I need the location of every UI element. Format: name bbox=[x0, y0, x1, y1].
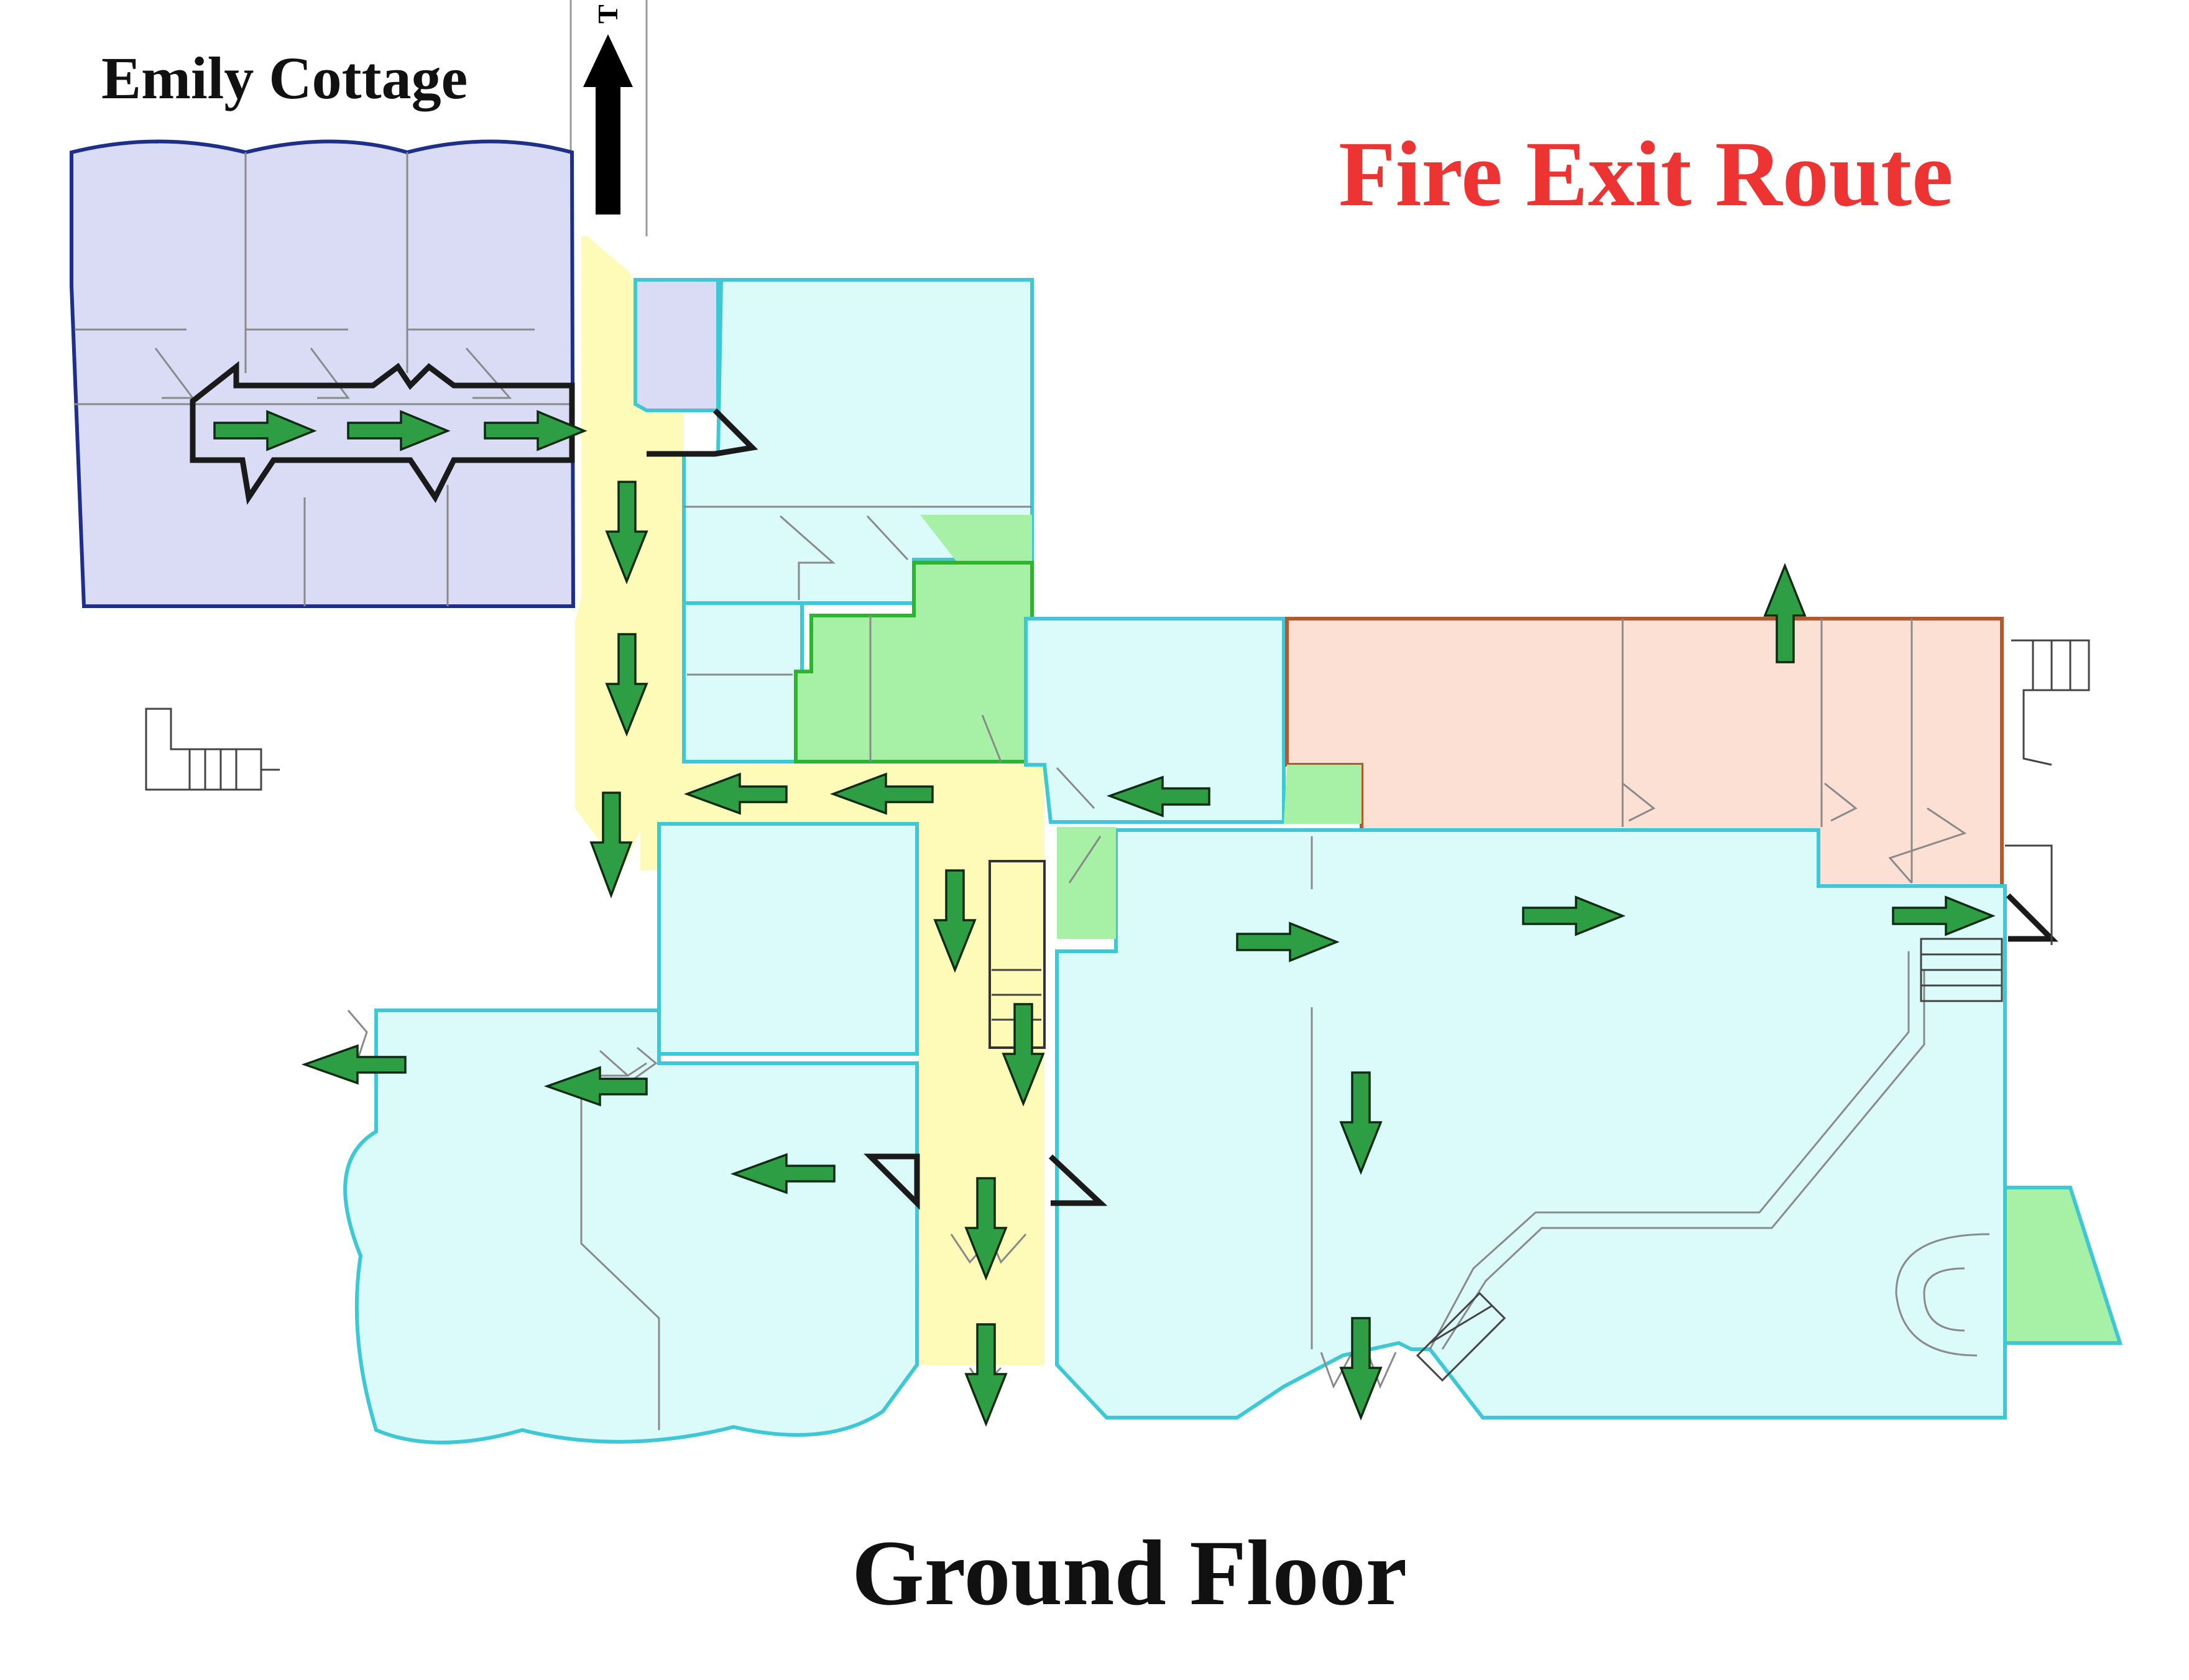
up-arrow-icon bbox=[583, 34, 633, 215]
small-room-west bbox=[682, 601, 804, 764]
exit-arrow-icon bbox=[589, 792, 633, 898]
floor-label: Ground Floor bbox=[852, 1521, 1407, 1625]
small-green-strip bbox=[1284, 765, 1362, 824]
path-label: T bbox=[592, 4, 624, 24]
exit-arrow-icon bbox=[730, 1153, 836, 1194]
exit-arrow-icon bbox=[484, 410, 588, 451]
corridor-green-bit bbox=[1057, 827, 1116, 939]
cottage-label: Emily Cottage bbox=[101, 45, 468, 111]
top-path: T bbox=[569, 0, 648, 236]
exit-arrow-icon bbox=[1236, 921, 1340, 962]
exit-arrow-icon bbox=[1892, 895, 1996, 936]
exit-arrow-icon bbox=[1522, 895, 1626, 936]
exit-arrow-icon bbox=[605, 481, 648, 584]
exit-arrow-icon bbox=[1763, 563, 1807, 663]
green-room bbox=[794, 561, 1034, 764]
exit-arrow-icon bbox=[347, 410, 451, 451]
exit-arrow-icon bbox=[964, 1323, 1008, 1427]
staircase-icon bbox=[145, 639, 2090, 1382]
east-green-room bbox=[2003, 1186, 2123, 1345]
rooms bbox=[343, 278, 2123, 1444]
exit-arrow-icon bbox=[1106, 775, 1210, 818]
north-corridor bbox=[575, 236, 1044, 870]
exit-arrow-icon bbox=[301, 1044, 407, 1085]
cottage-corridor bbox=[190, 361, 575, 505]
exit-arrow-icon bbox=[964, 1177, 1008, 1281]
exit-arrows bbox=[213, 410, 1996, 1427]
north-room-green bbox=[920, 515, 1032, 563]
middle-room bbox=[1024, 617, 1286, 824]
exit-arrow-icon bbox=[605, 633, 648, 737]
east-hall bbox=[1055, 828, 2007, 1419]
exit-arrow-icon bbox=[1339, 1071, 1383, 1175]
south-west-hall bbox=[343, 1008, 919, 1444]
exit-arrow-icon bbox=[683, 772, 788, 815]
small-office-room bbox=[634, 278, 720, 412]
cottage-block bbox=[70, 139, 576, 608]
emily-cottage bbox=[70, 139, 576, 608]
west-office bbox=[657, 822, 919, 1056]
page-title: Fire Exit Route bbox=[1339, 122, 1953, 226]
exit-arrow-icon bbox=[1002, 1003, 1045, 1107]
exit-arrow-icon bbox=[213, 410, 317, 451]
south-corridor bbox=[917, 827, 1044, 1365]
exit-arrow-icon bbox=[933, 869, 977, 973]
exit-arrow-icon bbox=[543, 1066, 648, 1107]
corridors bbox=[575, 236, 1044, 1365]
exit-arrow-icon bbox=[1339, 1317, 1383, 1421]
interior-walls bbox=[580, 408, 2058, 1430]
exit-arrow-icon bbox=[829, 772, 934, 815]
